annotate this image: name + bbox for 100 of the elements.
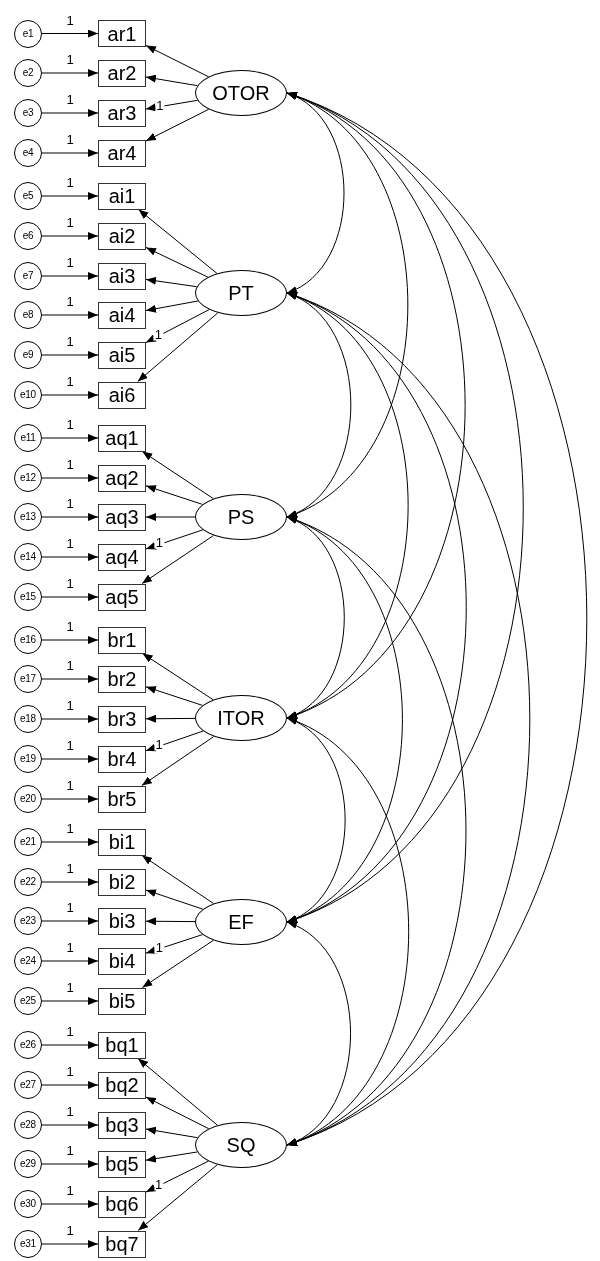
error-circle <box>14 745 42 773</box>
error-circle <box>14 182 42 210</box>
variable-name: br2 <box>107 669 137 689</box>
variable-name: bq3 <box>105 1115 139 1135</box>
arrow <box>41 1240 99 1248</box>
variable-name: e16 <box>20 635 36 645</box>
variable-name: e23 <box>20 916 36 926</box>
variable-name: e15 <box>20 592 36 602</box>
variable-box <box>98 341 146 369</box>
variable-name: ar1 <box>107 23 137 44</box>
variable-name: aq3 <box>105 507 139 527</box>
error-circle <box>14 381 42 409</box>
arrow <box>41 553 99 561</box>
variable-name: e1 <box>22 28 34 39</box>
variable-name: e17 <box>20 674 36 684</box>
variable-name: ai4 <box>108 305 136 325</box>
variable-name: br5 <box>107 789 137 809</box>
arrow <box>145 1151 198 1163</box>
arrow <box>141 534 215 584</box>
arrow <box>145 99 198 112</box>
error-circle <box>14 262 42 290</box>
arrow <box>145 300 199 313</box>
arrow <box>145 889 204 910</box>
variable-name: aq5 <box>105 587 139 607</box>
arrow <box>41 311 99 319</box>
arrow <box>145 1160 209 1193</box>
arrow <box>41 1041 99 1049</box>
variable-name: e21 <box>20 837 36 847</box>
edge-label: 1 <box>65 1183 75 1197</box>
error-circle <box>14 341 42 369</box>
variable-name: bi5 <box>108 991 136 1011</box>
arrow <box>41 149 99 157</box>
variable-name: bq6 <box>105 1194 139 1214</box>
arrow <box>41 675 99 683</box>
edge-label: 1 <box>153 327 163 341</box>
variable-name: bi4 <box>108 951 136 971</box>
edge-label: 1 <box>65 900 75 914</box>
arrow <box>41 957 99 965</box>
error-circle <box>14 1230 42 1258</box>
arrow <box>145 1126 198 1139</box>
arrow <box>145 74 198 87</box>
variable-box <box>98 785 146 813</box>
variable-box <box>98 583 146 611</box>
edge-label: 1 <box>153 1177 164 1191</box>
variable-box <box>98 222 146 250</box>
variable-name: SQ <box>226 1135 256 1155</box>
variable-box <box>98 626 146 654</box>
variable-name: bq1 <box>105 1035 139 1055</box>
variable-box <box>98 1071 146 1099</box>
latent-ellipse <box>195 695 287 741</box>
arrow <box>41 69 99 77</box>
arrow <box>41 109 99 117</box>
error-circle <box>14 222 42 250</box>
edge-label: 1 <box>65 457 75 471</box>
error-circle <box>14 1031 42 1059</box>
arrow <box>41 715 99 723</box>
arrow <box>41 1200 99 1208</box>
arrow <box>145 934 204 954</box>
variable-box <box>98 464 146 492</box>
arrow <box>41 29 99 38</box>
variable-name: e20 <box>20 794 36 804</box>
arrow <box>145 1096 210 1130</box>
variable-box <box>98 424 146 452</box>
variable-name: e12 <box>20 473 36 483</box>
variable-name: bq5 <box>105 1154 139 1174</box>
error-circle <box>14 99 42 127</box>
variable-name: aq2 <box>105 468 139 488</box>
variable-name: ai2 <box>108 226 136 246</box>
arrow <box>145 714 196 723</box>
variable-name: e26 <box>20 1040 36 1050</box>
arrow <box>145 917 196 926</box>
variable-name: e13 <box>20 512 36 522</box>
error-circle <box>14 464 42 492</box>
error-circle <box>14 947 42 975</box>
variable-name: e3 <box>22 108 34 118</box>
edge-label: 1 <box>155 98 165 112</box>
error-circle <box>14 583 42 611</box>
variable-name: e27 <box>20 1080 36 1090</box>
edge-label: 1 <box>65 576 75 590</box>
variable-name: e6 <box>22 231 34 241</box>
error-circle <box>14 59 42 87</box>
variable-name: e4 <box>22 148 34 158</box>
variable-name: bi3 <box>108 911 136 931</box>
variable-box <box>98 381 146 409</box>
edge-label: 1 <box>65 1104 75 1118</box>
variable-name: ar3 <box>107 103 137 123</box>
error-circle <box>14 1190 42 1218</box>
edge-label: 1 <box>65 255 75 269</box>
arrow <box>41 272 99 280</box>
arrow <box>41 474 99 482</box>
edge-label: 1 <box>65 417 75 431</box>
edge-label: 1 <box>65 980 75 994</box>
variable-box <box>98 1031 146 1059</box>
variable-name: e19 <box>20 754 36 764</box>
error-circle <box>14 424 42 452</box>
arrow <box>41 795 99 803</box>
error-circle <box>14 665 42 693</box>
variable-name: e28 <box>20 1120 36 1130</box>
arrow <box>41 391 99 399</box>
variable-name: EF <box>228 912 254 932</box>
